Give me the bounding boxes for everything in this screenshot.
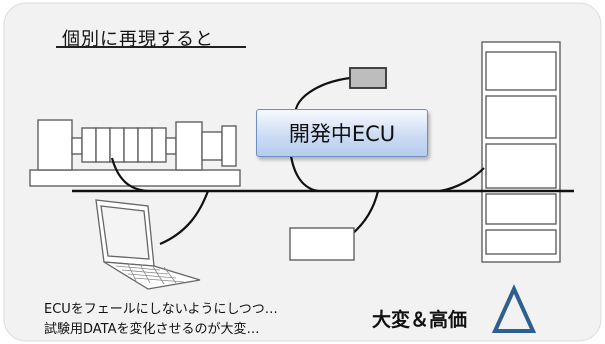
title-underline [56, 46, 246, 48]
ecu-box: 開発中ECU [256, 109, 428, 157]
note-line-1: ECUをフェールにしないようにしつつ… [44, 302, 278, 317]
diagram-title: 個別に再現すると [62, 29, 214, 50]
external-module-box [289, 227, 355, 261]
test-bench-illustration [29, 119, 241, 187]
cost-label: 大変＆高価 [372, 309, 468, 331]
server-rack-illustration [481, 41, 561, 263]
sensor-device [349, 67, 387, 89]
note-line-2: 試験用DATAを変化させるのが大変… [44, 322, 260, 337]
ecu-label: 開発中ECU [288, 122, 396, 146]
laptop-illustration [95, 199, 201, 290]
triangle-icon [491, 284, 537, 333]
